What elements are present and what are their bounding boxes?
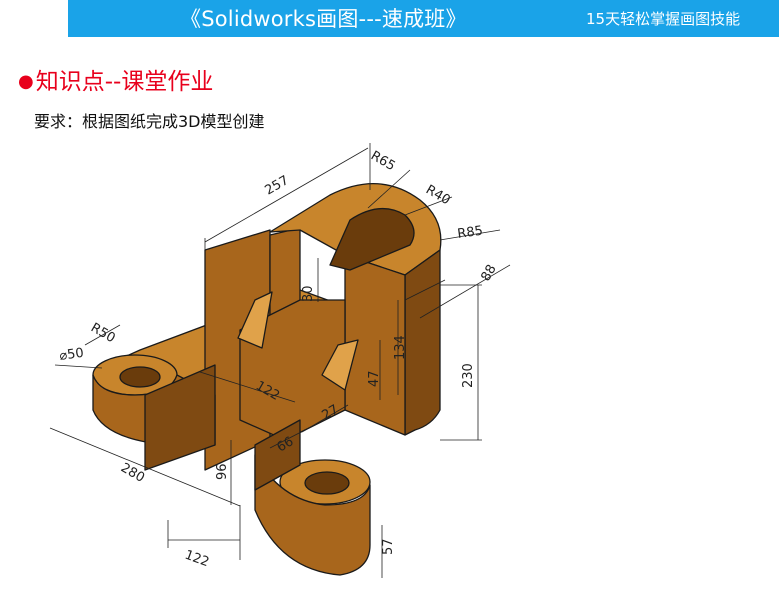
- dim-27: 27: [320, 402, 342, 423]
- dim-57: 57: [381, 538, 396, 555]
- bullet-icon: ●: [18, 71, 34, 92]
- dim-96: 96: [215, 463, 230, 480]
- arched-wall-side: [404, 249, 441, 436]
- dim-134: 134: [393, 335, 408, 360]
- requirement-text: 要求：根据图纸完成3D模型创建: [34, 112, 265, 131]
- isometric-part-drawing: 257 R65 R40 R85 88 30 134 230 47 R50 ⌀50…: [49, 143, 511, 578]
- dim-88: 88: [478, 262, 499, 284]
- dim-r40: R40: [423, 182, 453, 208]
- section-heading-text: 知识点--课堂作业: [35, 69, 214, 95]
- dim-r85: R85: [456, 224, 483, 242]
- lower-slope-face: [321, 339, 359, 391]
- dim-phi50: ⌀50: [58, 346, 84, 364]
- dim-30: 30: [301, 285, 316, 302]
- course-banner: 《Solidworks画图---速成班》 15天轻松掌握画图技能: [68, 0, 779, 37]
- upper-slope-face: [237, 291, 273, 349]
- section-heading: ●知识点--课堂作业: [18, 62, 213, 96]
- dim-r65: R65: [368, 148, 398, 174]
- dim-230: 230: [461, 363, 476, 388]
- course-title: 《Solidworks画图---速成班》: [180, 7, 467, 31]
- dim-66: 66: [275, 434, 297, 455]
- slot-top: [329, 208, 415, 271]
- front-step-face: [254, 419, 301, 491]
- dim-280: 280: [118, 460, 147, 485]
- dim-122b: 122: [183, 548, 211, 571]
- middle-step-front: [239, 299, 346, 441]
- left-riser-front: [144, 364, 216, 471]
- course-tagline: 15天轻松掌握画图技能: [586, 10, 741, 28]
- left-boss-hole: [119, 366, 161, 388]
- front-boss-hole: [304, 471, 350, 495]
- dim-47: 47: [367, 370, 382, 387]
- front-boss-body: [254, 454, 371, 576]
- dim-r50: R50: [88, 320, 118, 346]
